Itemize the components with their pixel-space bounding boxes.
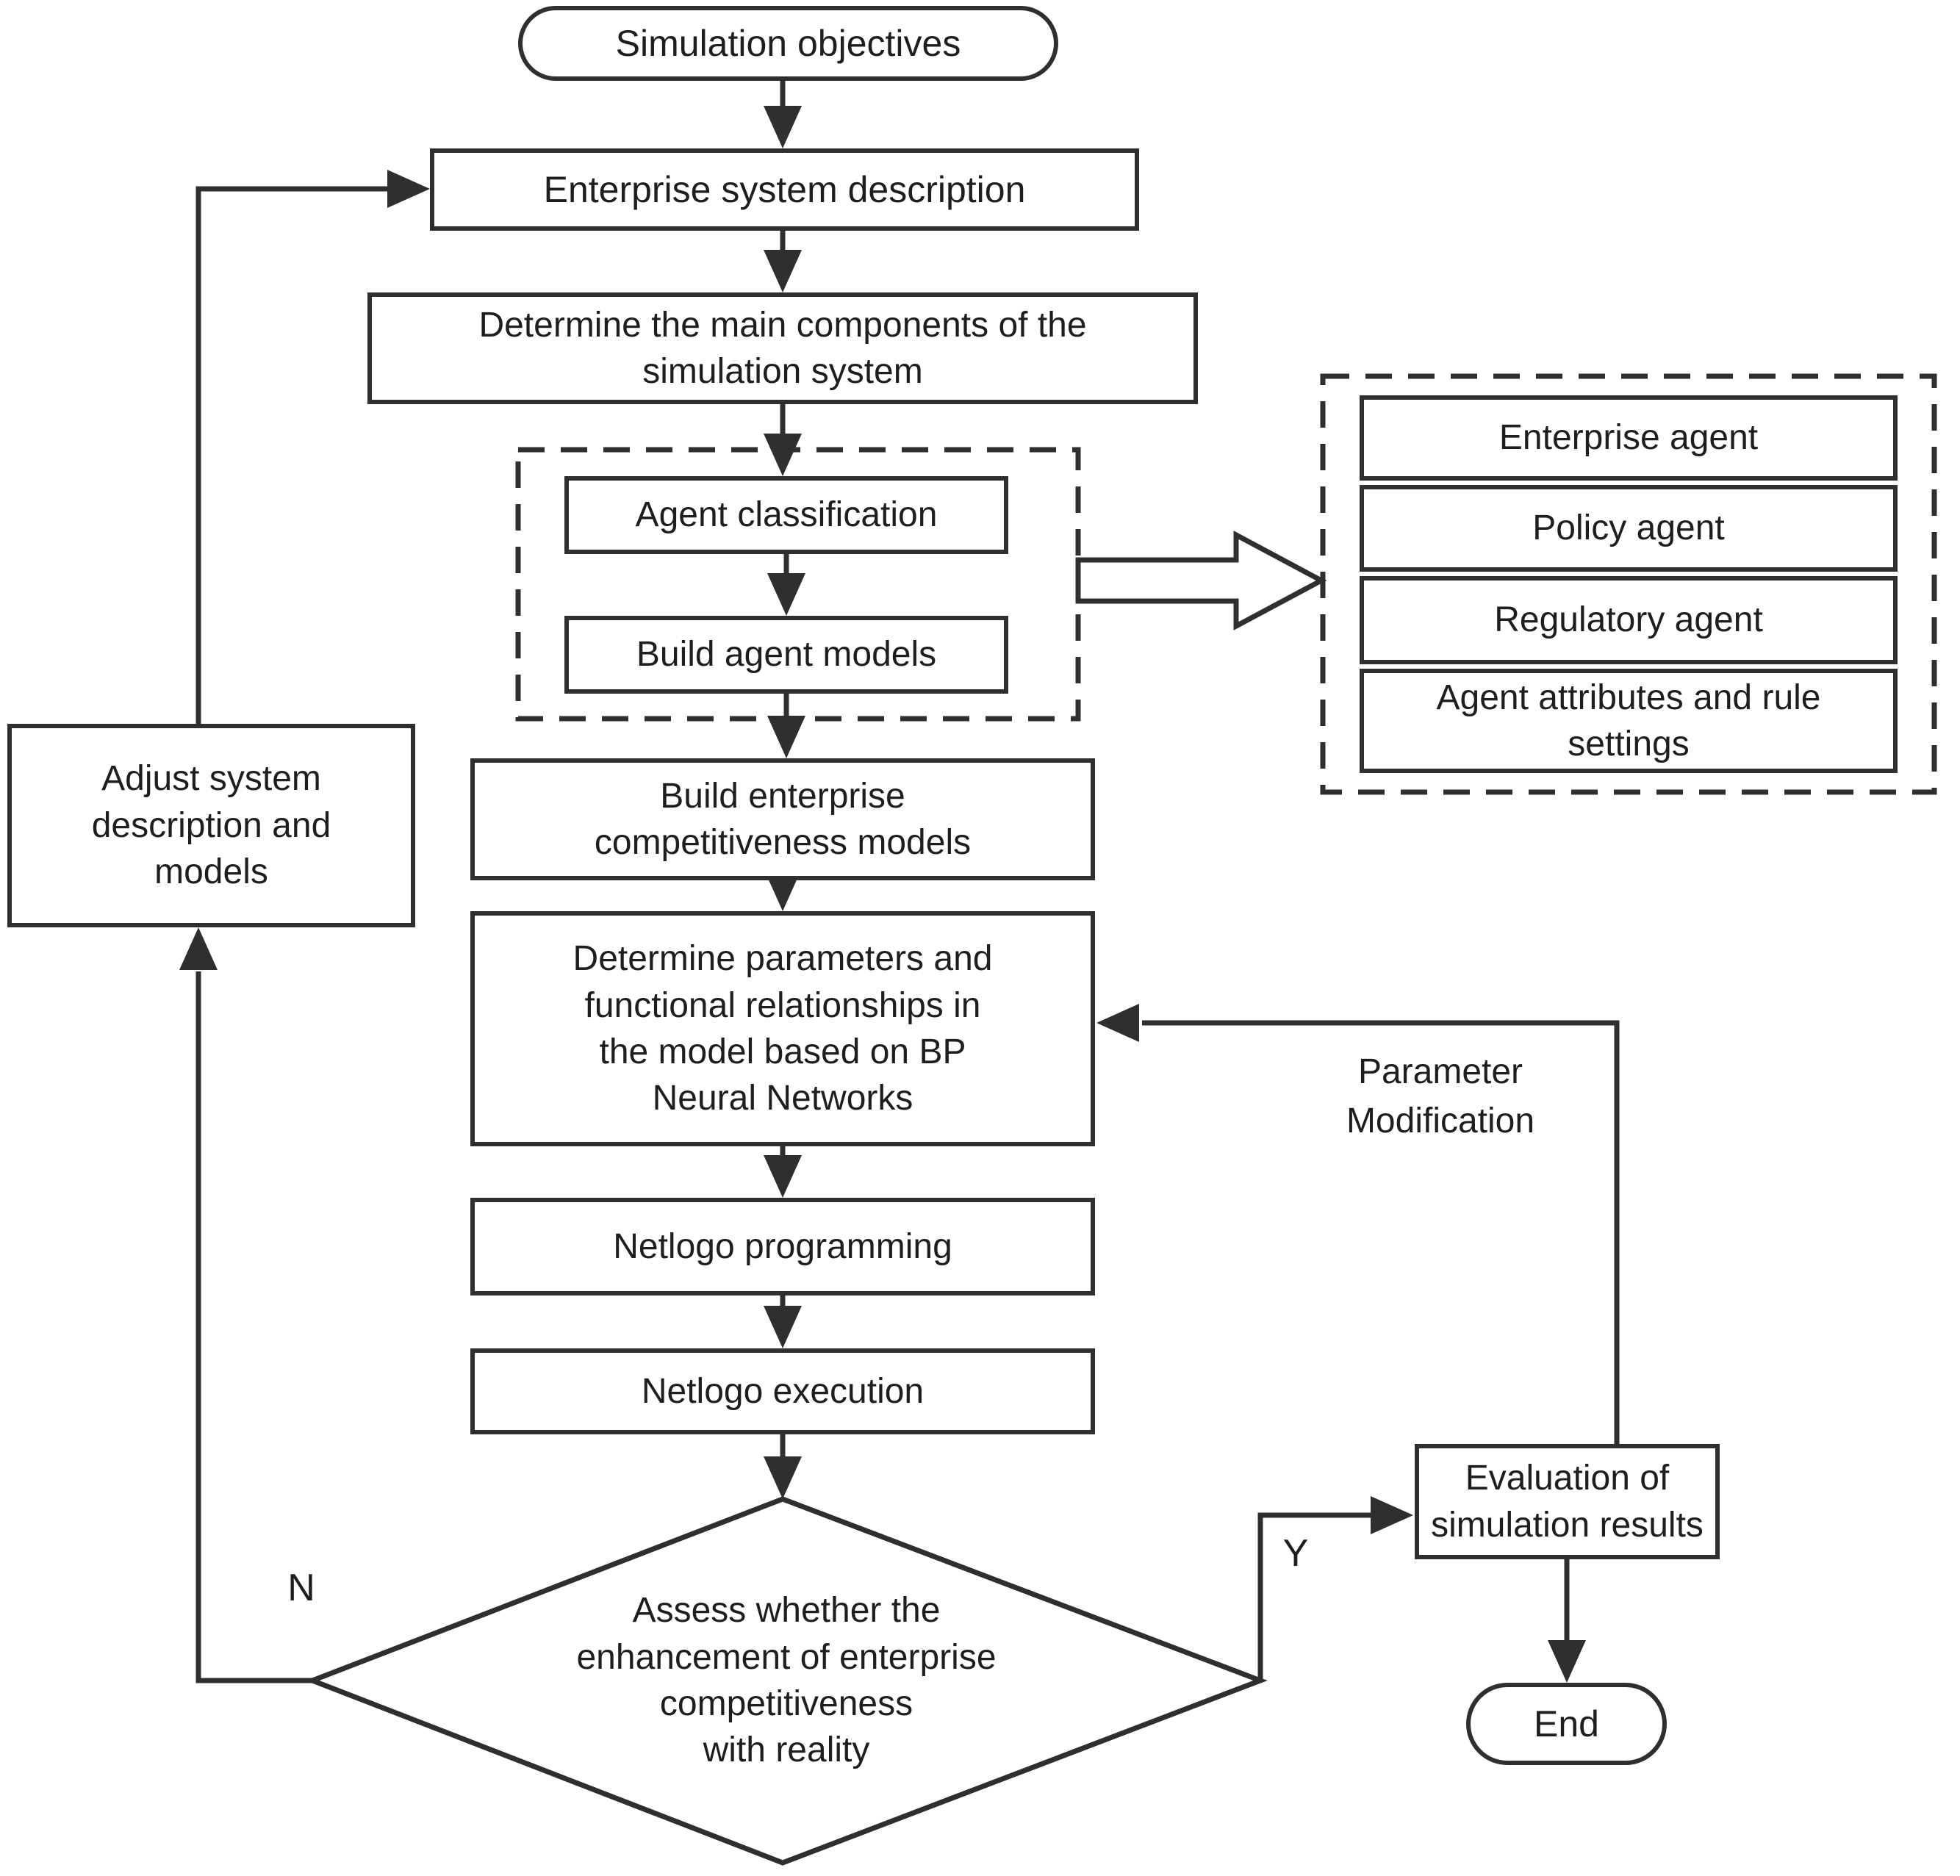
edge-decision-no-to-adjust <box>195 971 312 1683</box>
node-regulatory-agent: Regulatory agent <box>1360 576 1898 664</box>
node-agent-classification: Agent classification <box>564 476 1008 554</box>
edge-adjust-to-enterprise <box>195 186 391 724</box>
node-netlogo-programming: Netlogo programming <box>470 1198 1095 1295</box>
edge-label-no: N <box>287 1567 315 1609</box>
node-evaluation-of-simulation-results: Evaluation of simulation results <box>1415 1444 1720 1559</box>
node-enterprise-agent: Enterprise agent <box>1360 395 1898 481</box>
edge-label-parameter-modification: Parameter Modification <box>1346 1052 1535 1141</box>
node-build-agent-models: Build agent models <box>564 616 1008 694</box>
decision-diamond-shape <box>305 1496 1268 1866</box>
node-determine-main-components: Determine the main components of the sim… <box>367 292 1198 404</box>
edge-decision-yes-to-evaluation <box>1257 1512 1371 1681</box>
agent-types-dashed-container <box>1320 373 1937 795</box>
edge-parameter-modification <box>1142 1020 1620 1444</box>
node-simulation-objectives: Simulation objectives <box>518 6 1058 81</box>
edge-label-yes: Y <box>1282 1532 1309 1575</box>
node-policy-agent: Policy agent <box>1360 485 1898 572</box>
node-end: End <box>1466 1683 1667 1765</box>
node-agent-attributes-rule-settings: Agent attributes and rule settings <box>1360 669 1898 773</box>
node-enterprise-system-description: Enterprise system description <box>430 148 1139 231</box>
node-build-enterprise-competitiveness-models: Build enterprise competitiveness models <box>470 758 1095 880</box>
node-netlogo-execution: Netlogo execution <box>470 1348 1095 1434</box>
node-determine-parameters-bp-neural-networks: Determine parameters and functional rela… <box>470 911 1095 1146</box>
node-adjust-system-description: Adjust system description and models <box>7 724 415 927</box>
block-arrow-icon <box>1075 531 1327 630</box>
node-assess-decision-label: Assess whether the enhancement of enterp… <box>576 1591 997 1770</box>
